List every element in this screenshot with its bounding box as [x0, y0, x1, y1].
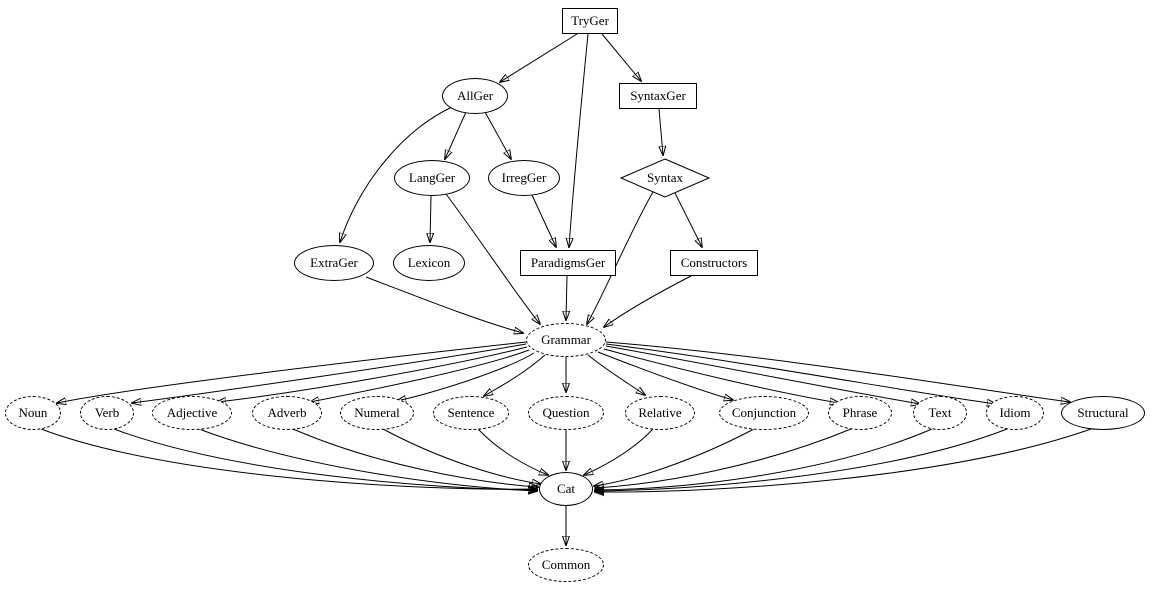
node-numeral: Numeral — [340, 396, 414, 430]
node-irregger-label: IrregGer — [501, 170, 547, 185]
edge-constructors-grammar — [604, 275, 692, 327]
node-common: Common — [528, 548, 604, 582]
node-question-label: Question — [542, 405, 590, 420]
node-noun-label: Noun — [18, 405, 48, 420]
node-allger: AllGer — [442, 78, 508, 114]
edge-langger-lexicon — [430, 195, 431, 242]
edge-conjunction-cat — [594, 428, 755, 486]
node-text: Text — [913, 396, 967, 430]
edge-tryger-allger — [500, 33, 578, 82]
node-adverb-label: Adverb — [267, 405, 307, 420]
edge-extrager-grammar — [365, 276, 523, 333]
node-extrager: ExtraGer — [294, 245, 374, 281]
edge-adjective-cat — [198, 428, 537, 491]
node-conjunction-label: Conjunction — [731, 405, 797, 420]
node-syntax: Syntax — [620, 158, 710, 198]
node-tryger-label: TryGer — [571, 13, 609, 28]
node-paradigmsger-label: ParadigmsGer — [530, 255, 606, 270]
node-paradigmsger: ParadigmsGer — [520, 250, 616, 276]
edge-grammar-numeral — [397, 352, 535, 401]
edge-text-cat — [595, 428, 933, 490]
node-langger: LangGer — [394, 160, 470, 196]
edge-syntaxger-syntax — [659, 108, 663, 155]
node-extrager-label: ExtraGer — [310, 255, 358, 270]
node-conjunction: Conjunction — [719, 396, 809, 430]
edge-tryger-syntaxger — [601, 33, 641, 81]
node-grammar-label: Grammar — [541, 332, 591, 347]
diamond-shape — [620, 158, 710, 198]
edge-allger-irregger — [484, 111, 511, 159]
node-numeral-label: Numeral — [354, 405, 400, 420]
edge-grammar-structural — [605, 341, 1070, 402]
edge-syntax-constructors — [674, 192, 702, 247]
edge-paradigmsger-grammar — [566, 275, 567, 320]
node-verb-label: Verb — [94, 405, 120, 420]
node-phrase: Phrase — [828, 396, 892, 430]
node-langger-label: LangGer — [408, 170, 456, 185]
node-irregger: IrregGer — [488, 160, 560, 196]
node-text-label: Text — [928, 405, 952, 420]
node-constructors: Constructors — [670, 250, 758, 276]
edge-verb-cat — [113, 428, 537, 490]
node-lexicon: Lexicon — [393, 245, 465, 281]
edge-grammar-noun — [57, 341, 527, 403]
node-phrase-label: Phrase — [842, 405, 878, 420]
edge-adverb-cat — [292, 428, 538, 487]
node-lexicon-label: Lexicon — [407, 255, 451, 270]
node-relative-label: Relative — [638, 405, 682, 420]
edge-idiom-cat — [595, 428, 1008, 491]
node-cat: Cat — [539, 472, 593, 506]
node-noun: Noun — [5, 396, 61, 430]
edge-structural-cat — [595, 428, 1092, 492]
edge-grammar-verb — [132, 343, 527, 403]
edge-grammar-conjunction — [597, 351, 733, 400]
node-sentence: Sentence — [433, 396, 509, 430]
edge-phrase-cat — [595, 428, 852, 488]
node-syntaxger-label: SyntaxGer — [630, 88, 686, 103]
node-question: Question — [528, 396, 604, 430]
edge-grammar-sentence — [484, 354, 546, 396]
edge-sentence-cat — [477, 428, 548, 475]
node-verb: Verb — [80, 396, 134, 430]
node-allger-label: AllGer — [456, 88, 494, 103]
node-constructors-label: Constructors — [680, 255, 748, 270]
node-common-label: Common — [541, 557, 591, 572]
node-sentence-label: Sentence — [447, 405, 495, 420]
node-grammar: Grammar — [526, 323, 606, 357]
edge-grammar-adverb — [310, 349, 530, 402]
edge-tryger-paradigmsger — [569, 33, 589, 247]
node-syntax-label: Syntax — [646, 170, 684, 185]
node-adjective: Adjective — [152, 396, 232, 430]
node-cat-label: Cat — [556, 481, 576, 496]
node-adjective-label: Adjective — [166, 405, 218, 420]
edge-noun-cat — [40, 428, 537, 489]
edge-numeral-cat — [382, 428, 541, 484]
node-relative: Relative — [625, 396, 695, 430]
edge-grammar-adjective — [217, 346, 528, 402]
node-tryger: TryGer — [562, 8, 618, 34]
node-syntaxger: SyntaxGer — [619, 83, 697, 109]
edge-irregger-paradigmsger — [531, 194, 556, 247]
edge-grammar-phrase — [603, 348, 839, 403]
node-adverb: Adverb — [252, 396, 322, 430]
edge-allger-langger — [445, 111, 467, 159]
node-structural-label: Structural — [1077, 405, 1129, 420]
edge-relative-cat — [584, 428, 654, 475]
node-idiom: Idiom — [986, 396, 1044, 430]
edge-grammar-idiom — [605, 343, 996, 404]
node-structural: Structural — [1061, 396, 1145, 430]
node-idiom-label: Idiom — [999, 405, 1031, 420]
edge-grammar-relative — [587, 354, 645, 395]
